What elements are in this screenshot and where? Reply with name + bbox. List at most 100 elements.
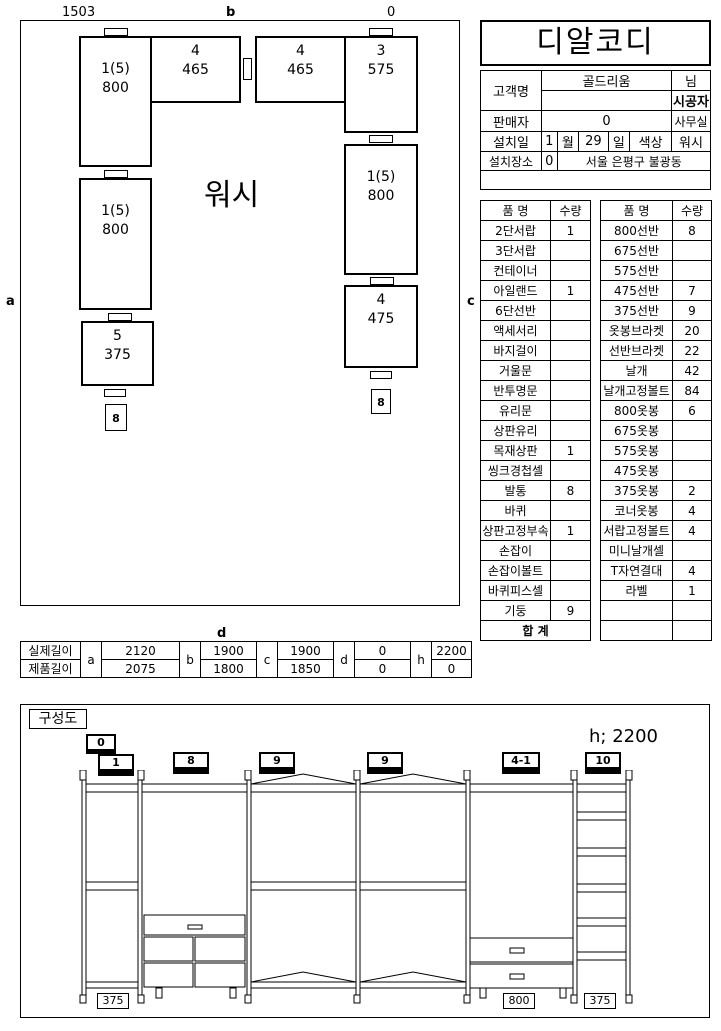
seller-label: 판매자: [480, 110, 542, 132]
dim-a-label: a: [6, 294, 15, 309]
product-c: 1850: [277, 659, 334, 678]
part-name: 날개: [600, 360, 673, 381]
part-name: 800옷봉: [600, 400, 673, 421]
part-name: 미니날개셀: [600, 540, 673, 561]
callout-tag: 9: [259, 752, 295, 774]
part-qty: [550, 360, 591, 381]
width-label: 800: [503, 993, 535, 1009]
part-qty: 8: [672, 220, 712, 241]
front-elevation-drawing: [79, 770, 633, 1004]
actual-length-label: 실제길이: [20, 641, 81, 660]
composition-title: 구성도: [29, 709, 87, 729]
part-qty: [550, 540, 591, 561]
parts-row: 손잡이: [480, 540, 591, 561]
connector: [104, 28, 128, 36]
actual-c: 1900: [277, 641, 334, 660]
measure-a-label: a: [80, 641, 102, 678]
honorific: 님: [671, 70, 711, 91]
parts-row: 575옷봉: [600, 440, 712, 461]
month-label: 월: [556, 131, 580, 152]
measure-c-label: c: [256, 641, 278, 678]
part-name: 바퀴: [480, 500, 551, 521]
room-label: 워시: [204, 178, 260, 213]
width-label: 375: [97, 993, 129, 1009]
parts-row: 씽크경첩셀: [480, 460, 591, 481]
part-name: 800선반: [600, 220, 673, 241]
part-qty: 6: [672, 400, 712, 421]
width-label: 375: [584, 993, 616, 1009]
header-qty: 수량: [672, 200, 712, 221]
part-qty: [550, 300, 591, 321]
part-name: 675옷봉: [600, 420, 673, 441]
callout-tag: 8: [371, 389, 391, 414]
part-qty: 4: [672, 520, 712, 541]
callout-tag: 8: [105, 404, 127, 431]
measure-h-label: h: [410, 641, 432, 678]
install-day: 29: [578, 131, 609, 152]
part-name: 서랍고정볼트: [600, 520, 673, 541]
part-qty: [550, 400, 591, 421]
part-name: 코너옷봉: [600, 500, 673, 521]
part-qty: [672, 440, 712, 461]
connector: [369, 135, 393, 143]
product-a: 2075: [101, 659, 180, 678]
dim-d-label: d: [217, 626, 227, 641]
part-qty: 4: [672, 500, 712, 521]
part-name: 라벨: [600, 580, 673, 601]
part-qty: [550, 380, 591, 401]
part-name: 475옷봉: [600, 460, 673, 481]
part-qty: [550, 460, 591, 481]
brand-logo: 디알코디: [480, 20, 711, 66]
parts-row: 액세서리: [480, 320, 591, 341]
callout-tag: 9: [367, 752, 403, 774]
part-name: 575선반: [600, 260, 673, 281]
installer-label: 시공자: [671, 90, 711, 111]
part-name: [600, 600, 673, 621]
part-qty: [550, 340, 591, 361]
actual-d: 0: [354, 641, 411, 660]
part-name: 675선반: [600, 240, 673, 261]
part-qty: [672, 460, 712, 481]
day-label: 일: [607, 131, 631, 152]
part-qty: [672, 600, 712, 621]
dim-c-label: c: [467, 294, 475, 309]
part-name: 씽크경첩셀: [480, 460, 551, 481]
height-label: h; 2200: [589, 726, 659, 747]
part-name: 바퀴피스셀: [480, 580, 551, 601]
place-label: 설치장소: [480, 151, 542, 171]
dim-right-label: 0: [387, 5, 396, 20]
callout-tag: 4-1: [502, 752, 540, 774]
part-name: 반투명문: [480, 380, 551, 401]
part-qty: 9: [550, 600, 591, 621]
measure-b-label: b: [179, 641, 201, 678]
parts-row: 손잡이볼트: [480, 560, 591, 581]
parts-row: 675선반: [600, 240, 712, 261]
connector: [370, 371, 392, 379]
parts-row: 575선반: [600, 260, 712, 281]
connector: [104, 389, 126, 397]
order-info-table: 고객명 골드리움 님 시공자 판매자 0 사무실 설치일 1 월 29 일 색상…: [480, 70, 712, 190]
part-name: 날개고정볼트: [600, 380, 673, 401]
part-name: T자연결대: [600, 560, 673, 581]
parts-row: 상판유리: [480, 420, 591, 441]
product-d: 0: [354, 659, 411, 678]
parts-row: 반투명문: [480, 380, 591, 401]
customer-value: 골드리움: [541, 70, 672, 91]
part-qty: 1: [550, 220, 591, 241]
parts-row: 675옷봉: [600, 420, 712, 441]
